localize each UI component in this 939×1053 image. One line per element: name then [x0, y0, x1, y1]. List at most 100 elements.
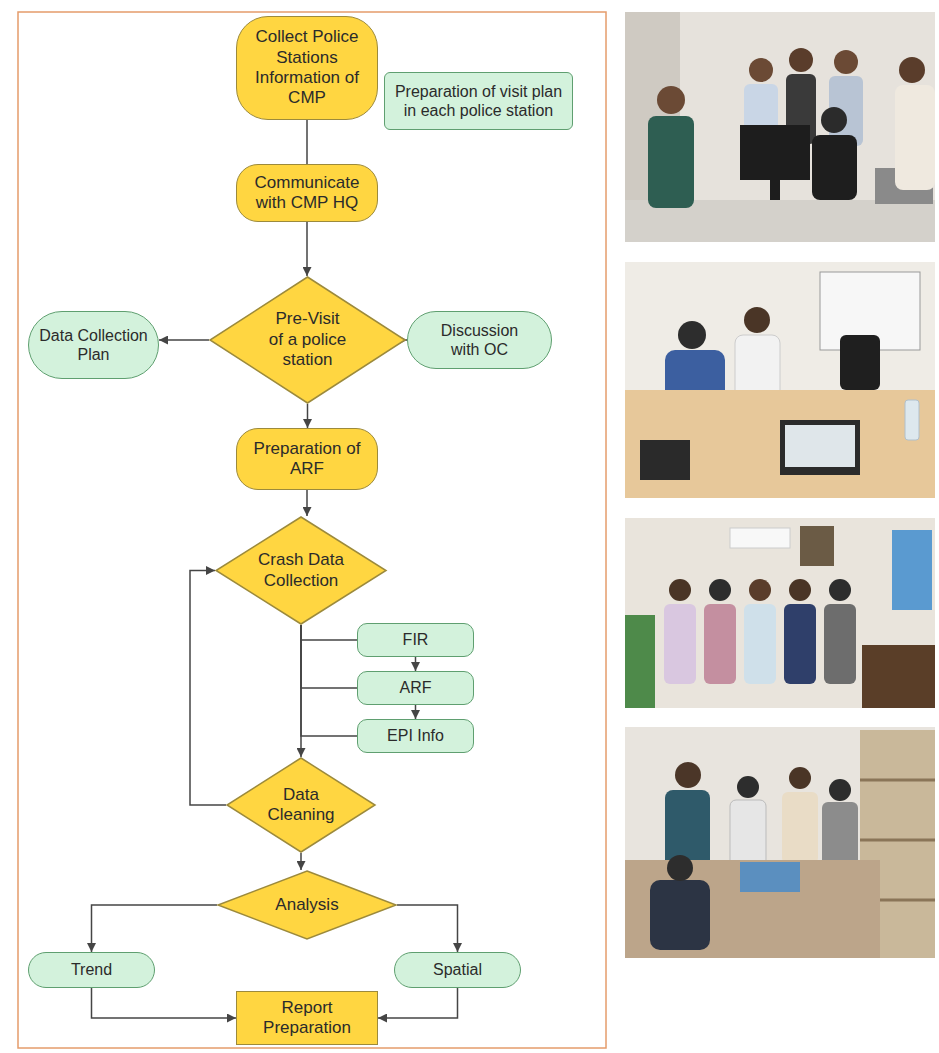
- flow-connector: [92, 988, 237, 1018]
- photo-person: [657, 86, 685, 114]
- photo-laptop: [785, 425, 855, 467]
- node-label: Crash Data Collection: [254, 550, 349, 591]
- flow-connector: [306, 490, 308, 516]
- decision-diamond: Data Cleaning: [226, 757, 376, 853]
- flow-connector: [306, 120, 308, 164]
- node-label: Data Collection Plan: [38, 326, 150, 364]
- node-label: EPI Info: [387, 726, 444, 745]
- flow-connector: [306, 222, 308, 276]
- node-label: Pre-Visit of a police station: [268, 309, 348, 370]
- flow-connector: [397, 905, 458, 952]
- node-label: Preparation of visit plan in each police…: [393, 82, 565, 120]
- photo-person: [899, 57, 925, 83]
- process-box: Report Preparation: [236, 991, 378, 1045]
- note-box: EPI Info: [357, 719, 474, 753]
- node-label: Collect Police Stations Information of C…: [245, 27, 370, 109]
- photo-person: [829, 579, 851, 601]
- node-label: Preparation of ARF: [245, 439, 370, 480]
- note-box: Preparation of visit plan in each police…: [384, 72, 573, 130]
- photo-wall: [625, 727, 935, 958]
- photo-person: [789, 767, 811, 789]
- photo-person: [675, 762, 701, 788]
- decision-diamond: Crash Data Collection: [215, 516, 387, 625]
- diamond-shape: [218, 871, 396, 939]
- photo-person: [648, 116, 694, 208]
- flow-connector: [301, 625, 357, 640]
- diamond-shape: [227, 758, 375, 852]
- process-box: Preparation of ARF: [236, 428, 378, 490]
- flow-connector: [301, 625, 357, 688]
- node-label: Report Preparation: [245, 998, 370, 1039]
- photo-person: [737, 776, 759, 798]
- photo-person: [678, 321, 706, 349]
- photo-files: [740, 862, 800, 892]
- photo-person: [664, 604, 696, 684]
- note-box: Spatial: [394, 952, 521, 988]
- photo-chair: [840, 335, 880, 390]
- photo-desk: [625, 860, 880, 958]
- photo-person: [704, 604, 736, 684]
- flow-connector: [415, 705, 417, 719]
- flow-connector: [378, 988, 458, 1018]
- photo: [625, 518, 935, 708]
- photo-aircon: [730, 528, 790, 548]
- photo-person: [709, 579, 731, 601]
- photo-shelf: [860, 839, 935, 842]
- photo-person: [789, 579, 811, 601]
- node-label: Discussion with OC: [430, 321, 530, 359]
- photo-monitor: [740, 125, 810, 180]
- photo-wall: [625, 518, 935, 708]
- node-label: FIR: [403, 630, 429, 649]
- photo-person: [782, 792, 818, 864]
- photo-person: [667, 855, 693, 881]
- note-box: Discussion with OC: [407, 311, 552, 369]
- photo-bag: [640, 440, 690, 480]
- node-label: Spatial: [433, 960, 482, 979]
- flow-connector: [307, 404, 309, 428]
- flow-connector: [301, 625, 357, 736]
- note-box: ARF: [357, 671, 474, 705]
- photo-bottle: [905, 400, 919, 440]
- panel-frame: [18, 12, 606, 1048]
- photo-laptop: [780, 420, 860, 475]
- flow-connector: [300, 853, 302, 870]
- photo-person: [812, 135, 857, 200]
- node-label: ARF: [400, 678, 432, 697]
- photo-person: [789, 48, 813, 72]
- photo-person: [650, 880, 710, 950]
- photo-frame: [800, 526, 834, 566]
- diamond-shape: [216, 517, 386, 624]
- photo-person: [829, 779, 851, 801]
- photo-table: [625, 390, 935, 498]
- note-box: Trend: [28, 952, 155, 988]
- photo: [625, 12, 935, 242]
- node-label: Communicate with CMP HQ: [245, 173, 370, 214]
- flow-connector: [300, 625, 302, 757]
- photo-person: [744, 307, 770, 333]
- flow-connector: [415, 657, 417, 671]
- photo-map: [892, 530, 932, 610]
- photo-monitor: [770, 180, 780, 200]
- photo-person: [824, 604, 856, 684]
- note-box: FIR: [357, 623, 474, 657]
- flow-connector: [159, 339, 209, 341]
- photo-person: [821, 107, 847, 133]
- node-label: Trend: [71, 960, 112, 979]
- node-label: Data Cleaning: [261, 785, 341, 826]
- photo-plant: [625, 615, 655, 708]
- photo-wall: [625, 12, 935, 242]
- photo: [625, 262, 935, 498]
- photo-person: [749, 58, 773, 82]
- node-label: Analysis: [275, 895, 338, 915]
- photo: [625, 727, 935, 958]
- photo-person: [669, 579, 691, 601]
- process-box: Collect Police Stations Information of C…: [236, 16, 378, 120]
- photo-person: [895, 85, 935, 190]
- photo-wall: [625, 262, 935, 498]
- photo-person: [744, 604, 776, 684]
- decision-diamond: Analysis: [217, 870, 397, 940]
- photo-shelf: [860, 779, 935, 782]
- process-box: Communicate with CMP HQ: [236, 164, 378, 222]
